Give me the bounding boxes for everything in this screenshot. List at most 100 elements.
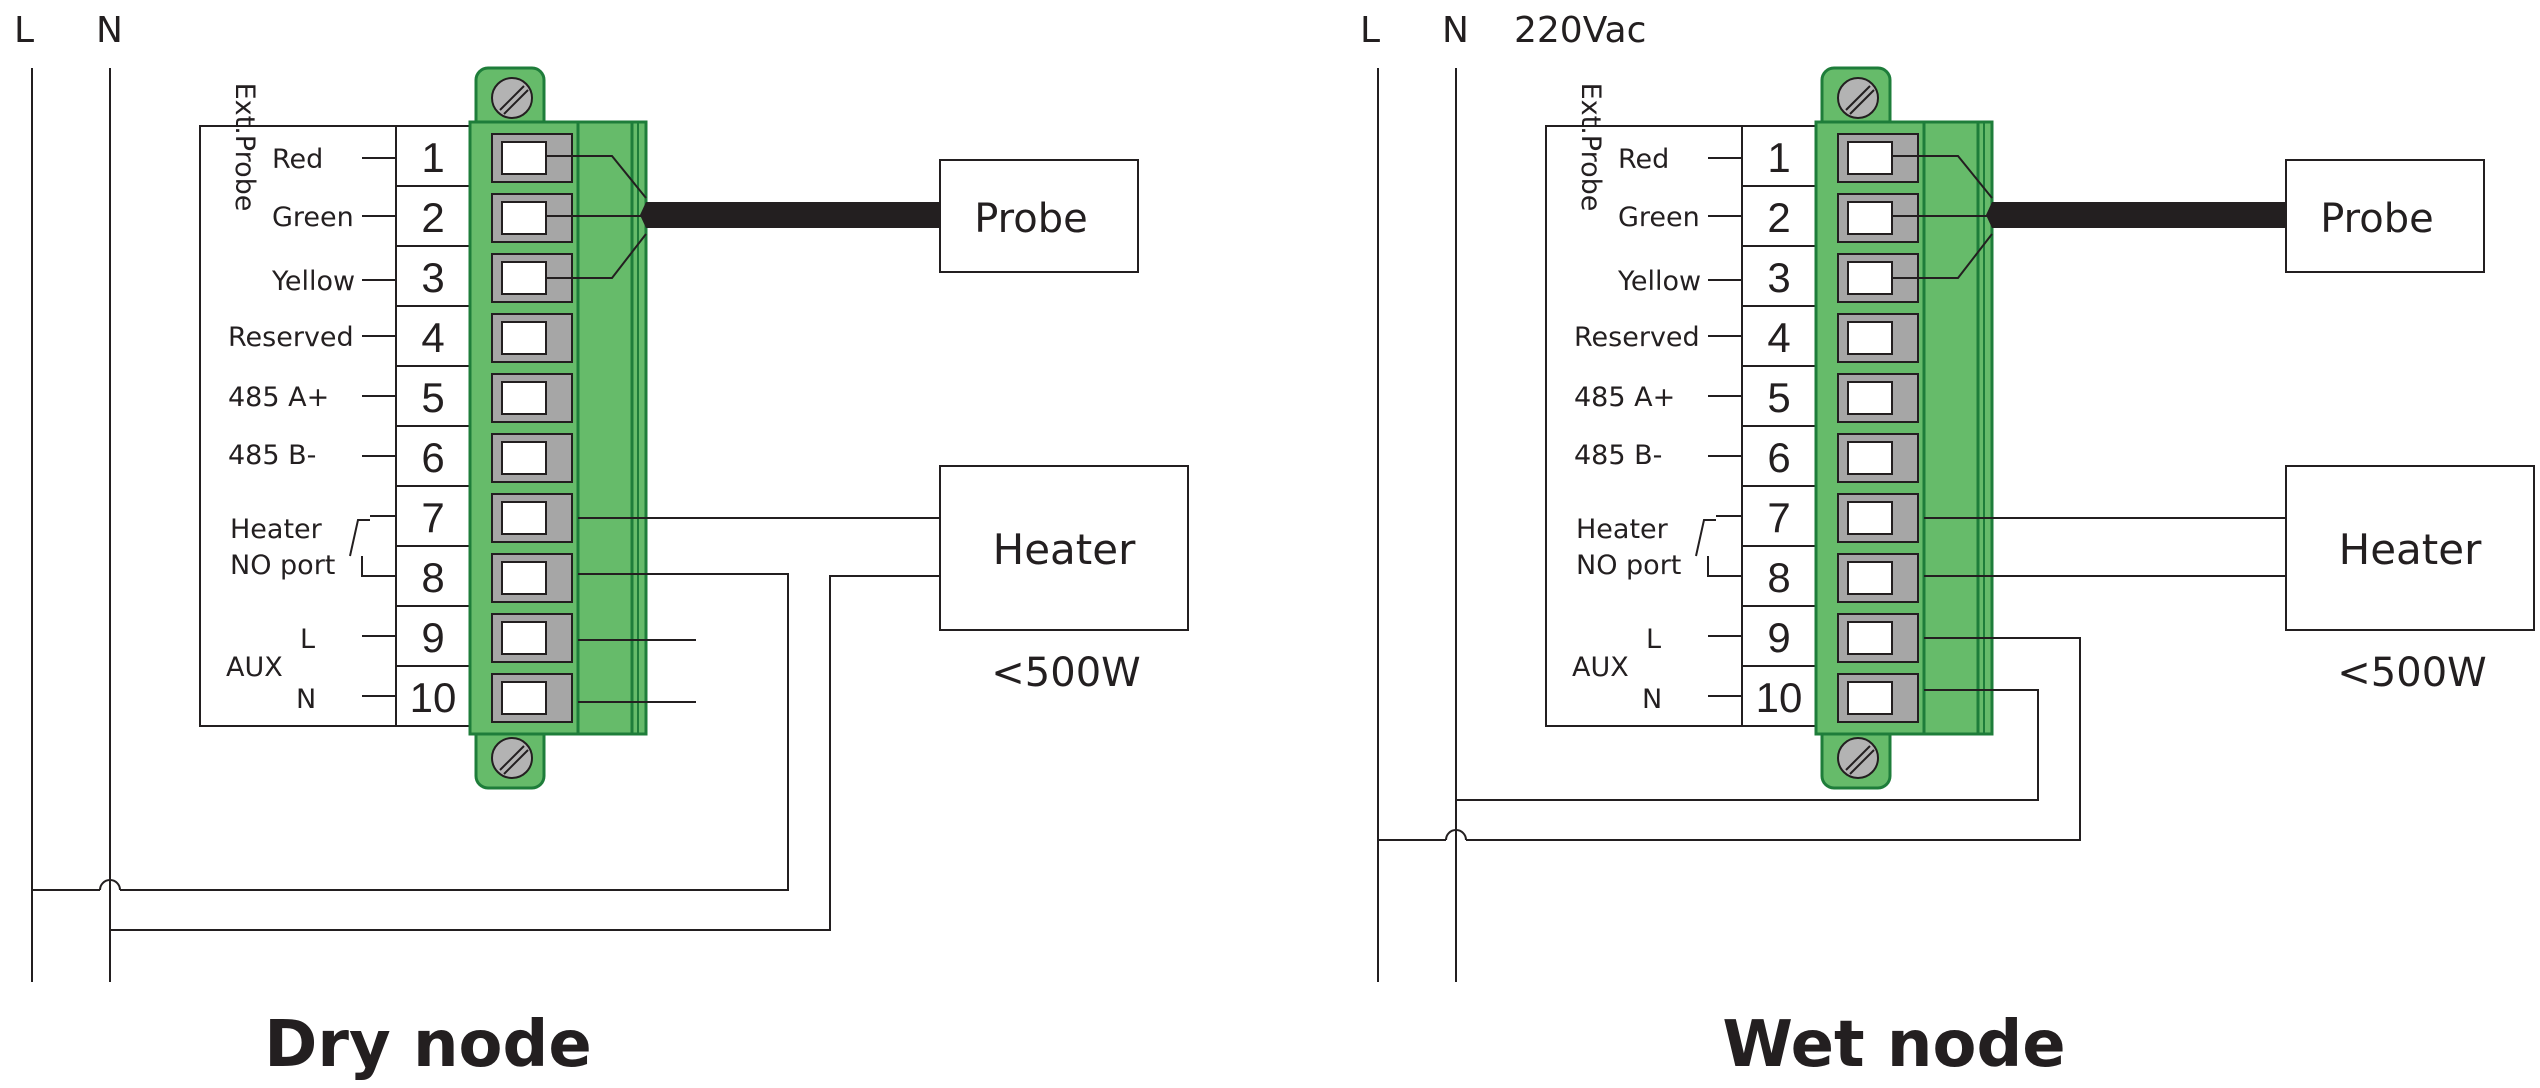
aux-l-label: L [1646, 624, 1661, 655]
aux-label: AUX [226, 652, 283, 683]
panel-dry-node: L N 1 2 3 4 5 6 7 8 9 10 [14, 10, 1189, 1082]
probe-box [939, 159, 1139, 273]
panel-title-wet: Wet node [1722, 1008, 2065, 1082]
terminal-socket-icon [1837, 193, 1919, 243]
terminal-socket-icon [1837, 493, 1919, 543]
pin-labels: Ext.Probe Red Green Yellow Reserved 485 … [226, 83, 355, 715]
heater-wires [1924, 517, 2286, 577]
rail-n-label: N [1442, 10, 1469, 51]
terminal-socket-icon [1837, 553, 1919, 603]
heater-box [939, 465, 1189, 631]
pin-label-red: Red [1618, 144, 1669, 175]
heater-box [2285, 465, 2535, 631]
heater-port-label-line1: Heater [230, 514, 323, 545]
terminal-socket-icon [1837, 433, 1919, 483]
screw-top-icon [1837, 77, 1879, 119]
probe-cable [1892, 155, 2286, 279]
screw-top-icon [491, 77, 533, 119]
pin-number-5: 5 [421, 374, 444, 421]
terminal-block [1814, 66, 1994, 790]
pin-label-485a: 485 A+ [228, 382, 329, 413]
pin-number-10: 10 [410, 674, 457, 721]
probe-box [2285, 159, 2485, 273]
terminal-socket-icon [491, 373, 573, 423]
pin-number-10: 10 [1756, 674, 1803, 721]
heater-port-label-line2: NO port [1576, 550, 1681, 581]
pin-number-8: 8 [1767, 554, 1790, 601]
pin-labels: Ext.Probe Red Green Yellow Reserved 485 … [1572, 83, 1701, 715]
rail-l-label: L [1360, 10, 1380, 51]
ext-probe-label: Ext.Probe [1575, 83, 1606, 212]
pin-numbers: 1 2 3 4 5 6 7 8 9 10 [1756, 134, 1803, 721]
ext-probe-label: Ext.Probe [229, 83, 260, 212]
terminal-socket-icon [491, 613, 573, 663]
pin-number-5: 5 [1767, 374, 1790, 421]
pin-label-485b: 485 B- [1574, 440, 1662, 471]
screw-bottom-icon [1837, 737, 1879, 779]
screw-bottom-icon [491, 737, 533, 779]
label-leaders [1695, 157, 1742, 697]
terminal-block [468, 66, 648, 790]
terminal-socket-icon [1837, 133, 1919, 183]
pin-label-yellow: Yellow [1617, 266, 1701, 297]
pin-number-2: 2 [421, 194, 444, 241]
aux-wires [1378, 637, 2081, 841]
pin-dividers [396, 185, 470, 667]
probe-box-label: Probe [2320, 196, 2433, 242]
probe-cable [546, 155, 940, 279]
pin-dividers [1742, 185, 1816, 667]
power-rating-label: <500W [991, 650, 1140, 696]
pin-number-4: 4 [1767, 314, 1790, 361]
pin-label-red: Red [272, 144, 323, 175]
heater-port-label-line2: NO port [230, 550, 335, 581]
heater-box-label: Heater [2339, 525, 2482, 574]
label-leaders [349, 157, 396, 697]
probe-box-label: Probe [974, 196, 1087, 242]
terminal-socket-icon [491, 493, 573, 543]
terminal-socket-icon [491, 673, 573, 723]
voltage-label: 220Vac [1514, 10, 1646, 51]
terminal-socket-icon [491, 133, 573, 183]
power-rating-label: <500W [2337, 650, 2486, 696]
pin-number-7: 7 [421, 494, 444, 541]
pin-numbers: 1 2 3 4 5 6 7 8 9 10 [410, 134, 457, 721]
rail-n-label: N [96, 10, 123, 51]
pin-number-3: 3 [421, 254, 444, 301]
pin-label-reserved: Reserved [1574, 322, 1700, 353]
pin-label-485a: 485 A+ [1574, 382, 1675, 413]
panel-title-dry: Dry node [264, 1008, 591, 1082]
pin-label-green: Green [272, 202, 354, 233]
terminal-socket-icon [491, 553, 573, 603]
pin-number-1: 1 [1767, 134, 1790, 181]
terminal-socket-icon [1837, 373, 1919, 423]
terminal-sockets [1837, 133, 1919, 723]
pin-label-reserved: Reserved [228, 322, 354, 353]
aux-l-label: L [300, 624, 315, 655]
pin-number-7: 7 [1767, 494, 1790, 541]
terminal-socket-icon [1837, 313, 1919, 363]
terminal-socket-icon [491, 193, 573, 243]
terminal-socket-icon [491, 433, 573, 483]
panel-wet-node: L N 220Vac 1 2 3 4 5 6 7 8 9 [1360, 10, 2535, 1082]
heater-port-label-line1: Heater [1576, 514, 1669, 545]
terminal-socket-icon [1837, 613, 1919, 663]
pin-number-6: 6 [1767, 434, 1790, 481]
pin-label-green: Green [1618, 202, 1700, 233]
aux-n-label: N [296, 684, 316, 715]
pin-number-6: 6 [421, 434, 444, 481]
pin-label-yellow: Yellow [271, 266, 355, 297]
aux-label: AUX [1572, 652, 1629, 683]
pin-number-4: 4 [421, 314, 444, 361]
heater-wires [32, 517, 940, 931]
heater-box-label: Heater [993, 525, 1136, 574]
aux-n-label: N [1642, 684, 1662, 715]
terminal-socket-icon [491, 313, 573, 363]
rail-l-label: L [14, 10, 34, 51]
pin-number-2: 2 [1767, 194, 1790, 241]
pin-number-3: 3 [1767, 254, 1790, 301]
terminal-socket-icon [1837, 673, 1919, 723]
pin-label-485b: 485 B- [228, 440, 316, 471]
pin-number-9: 9 [421, 614, 444, 661]
pin-number-1: 1 [421, 134, 444, 181]
